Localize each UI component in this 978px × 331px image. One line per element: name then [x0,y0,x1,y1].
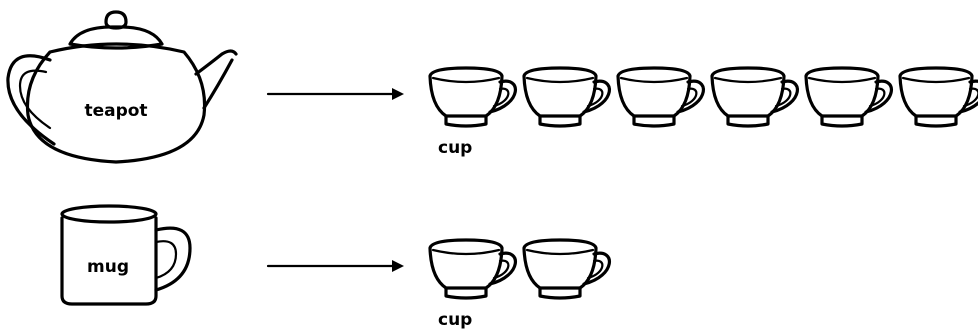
mug-label: mug [87,257,129,277]
mug-cups [428,238,612,300]
cup-icon [804,66,894,128]
mug-illustration: mug [60,204,192,306]
arrow-mug-to-cups [266,260,404,272]
teapot-label: teapot [84,101,147,121]
cup-icon [428,238,518,300]
teapot-cup-label: cup [438,138,472,158]
cup-icon [616,66,706,128]
arrow-teapot-to-cups [266,88,404,100]
cup-icon [710,66,800,128]
cup-icon [898,66,978,128]
mug-cup-label: cup [438,310,472,330]
cup-icon [428,66,518,128]
cup-icon [522,238,612,300]
teapot-cups [428,66,978,128]
teapot-illustration: teapot [6,10,238,164]
cup-icon [522,66,612,128]
